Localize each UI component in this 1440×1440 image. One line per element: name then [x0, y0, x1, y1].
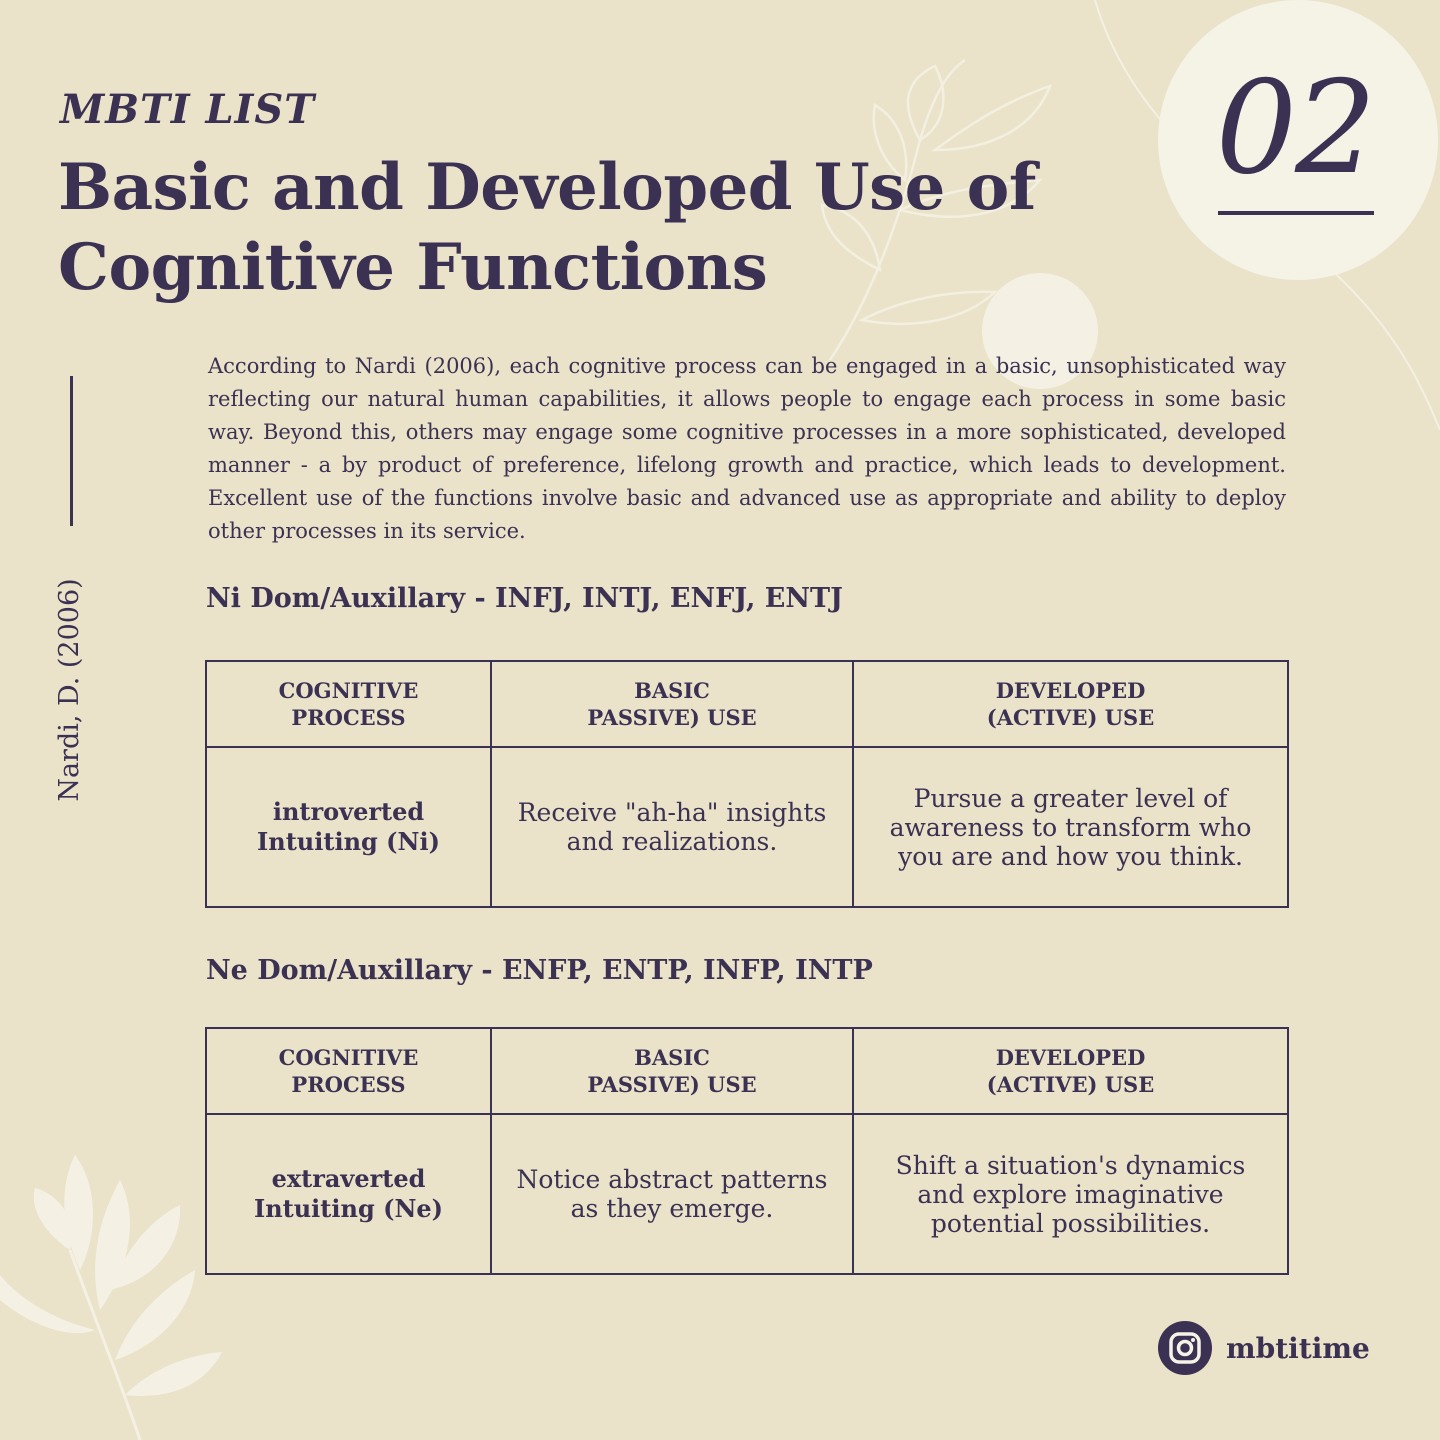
- column-header-process: COGNITIVE PROCESS: [205, 660, 492, 748]
- instagram-icon: [1158, 1321, 1212, 1375]
- cell-developed: Pursue a greater level of awareness to t…: [852, 746, 1289, 908]
- cell-basic: Notice abstract patterns as they emerge.: [490, 1113, 854, 1275]
- cell-process: extraverted Intuiting (Ne): [205, 1113, 492, 1275]
- page-number-underline: [1218, 211, 1374, 215]
- column-header-basic: BASIC PASSIVE) USE: [490, 1027, 854, 1115]
- column-header-developed: DEVELOPED (ACTIVE) USE: [852, 660, 1289, 748]
- column-header-developed: DEVELOPED (ACTIVE) USE: [852, 1027, 1289, 1115]
- page-title: Basic and Developed Use of Cognitive Fun…: [58, 150, 1036, 305]
- page-number: 02: [1215, 54, 1377, 203]
- function-table-ni: COGNITIVE PROCESS BASIC PASSIVE) USE DEV…: [205, 660, 1289, 908]
- intro-paragraph: According to Nardi (2006), each cognitiv…: [208, 354, 1286, 543]
- function-table-ne: COGNITIVE PROCESS BASIC PASSIVE) USE DEV…: [205, 1027, 1289, 1275]
- page-number-badge: [1158, 0, 1438, 280]
- section-heading-ni: Ni Dom/Auxillary - INFJ, INTJ, ENFJ, ENT…: [206, 583, 843, 614]
- instagram-handle[interactable]: mbtitime: [1226, 1331, 1370, 1365]
- cell-process: introverted Intuiting (Ni): [205, 746, 492, 908]
- cell-basic: Receive "ah-ha" insights and realization…: [490, 746, 854, 908]
- eyebrow-label: MBTI LIST: [60, 86, 315, 133]
- table-row: introverted Intuiting (Ni) Receive "ah-h…: [205, 746, 1289, 908]
- table-header-row: COGNITIVE PROCESS BASIC PASSIVE) USE DEV…: [205, 1027, 1289, 1115]
- table-header-row: COGNITIVE PROCESS BASIC PASSIVE) USE DEV…: [205, 660, 1289, 748]
- side-divider: [70, 376, 73, 526]
- table-row: extraverted Intuiting (Ne) Notice abstra…: [205, 1113, 1289, 1275]
- social-handle[interactable]: mbtitime: [1158, 1320, 1370, 1376]
- column-header-process: COGNITIVE PROCESS: [205, 1027, 492, 1115]
- column-header-basic: BASIC PASSIVE) USE: [490, 660, 854, 748]
- cell-developed: Shift a situation's dynamics and explore…: [852, 1113, 1289, 1275]
- section-heading-ne: Ne Dom/Auxillary - ENFP, ENTP, INFP, INT…: [206, 955, 873, 986]
- citation-caption: Nardi, D. (2006): [54, 578, 85, 802]
